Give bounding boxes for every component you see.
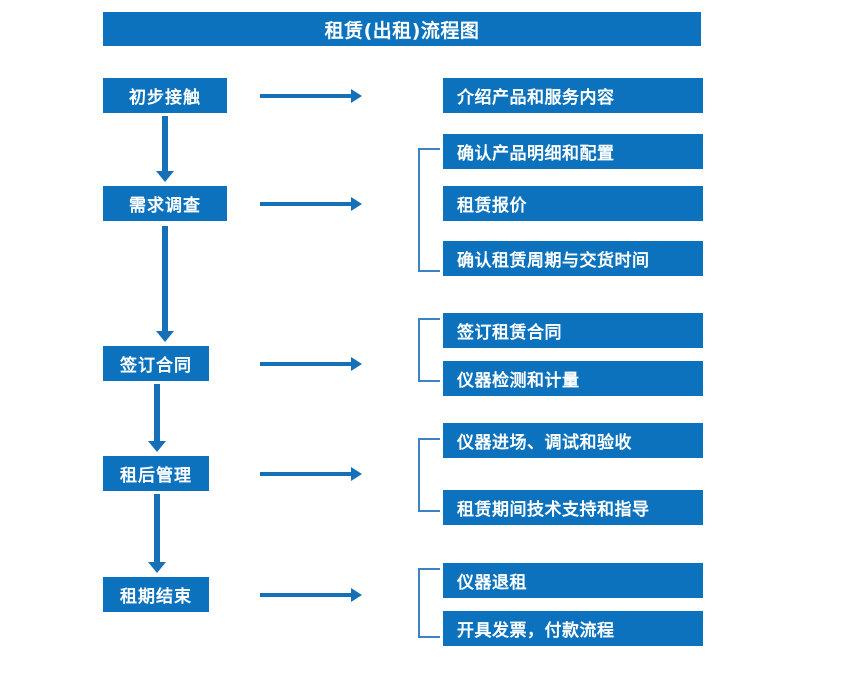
horizontal-arrow-1 xyxy=(260,87,362,105)
group-bracket-1 xyxy=(418,148,440,272)
vertical-arrow-3 xyxy=(148,384,166,452)
group-bracket-2 xyxy=(418,318,440,382)
stage-box-3[interactable]: 签订合同 xyxy=(103,346,209,381)
detail-box-6[interactable]: 仪器检测和计量 xyxy=(443,361,703,396)
detail-box-2[interactable]: 确认产品明细和配置 xyxy=(443,134,703,169)
stage-box-1[interactable]: 初步接触 xyxy=(103,78,227,113)
detail-box-4[interactable]: 确认租赁周期与交货时间 xyxy=(443,241,703,276)
stage-box-4[interactable]: 租后管理 xyxy=(103,456,209,491)
horizontal-arrow-4 xyxy=(260,465,362,483)
detail-box-3[interactable]: 租赁报价 xyxy=(443,186,703,221)
group-bracket-3 xyxy=(418,438,440,512)
detail-box-1[interactable]: 介绍产品和服务内容 xyxy=(443,78,703,113)
detail-box-8[interactable]: 租赁期间技术支持和指导 xyxy=(443,490,703,525)
detail-box-10[interactable]: 开具发票，付款流程 xyxy=(443,611,703,646)
group-bracket-4 xyxy=(418,568,440,638)
stage-box-2[interactable]: 需求调查 xyxy=(103,186,227,221)
horizontal-arrow-2 xyxy=(260,195,362,213)
detail-box-5[interactable]: 签订租赁合同 xyxy=(443,313,703,348)
vertical-arrow-2 xyxy=(156,226,174,342)
horizontal-arrow-5 xyxy=(260,586,362,604)
detail-box-7[interactable]: 仪器进场、调试和验收 xyxy=(443,423,703,458)
vertical-arrow-1 xyxy=(156,116,174,182)
diagram-title: 租赁(出租)流程图 xyxy=(103,12,701,46)
horizontal-arrow-3 xyxy=(260,355,362,373)
detail-box-9[interactable]: 仪器退租 xyxy=(443,563,703,598)
vertical-arrow-4 xyxy=(148,494,166,573)
stage-box-5[interactable]: 租期结束 xyxy=(103,577,209,612)
